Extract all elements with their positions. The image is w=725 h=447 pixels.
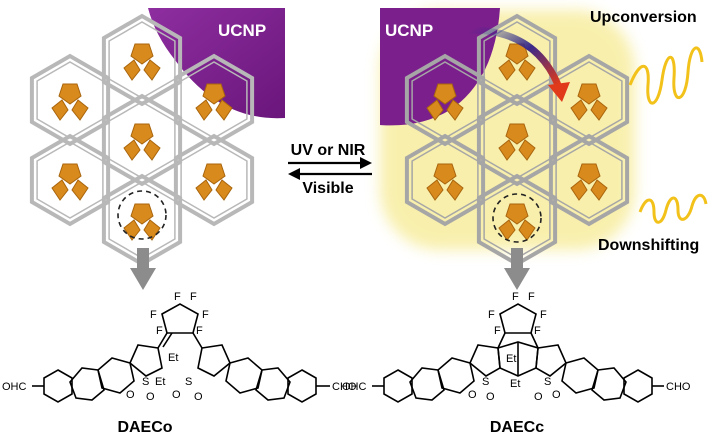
forward-arrowhead [360,157,372,169]
daeco-f4: F [156,325,163,337]
left-down-arrow [130,248,156,290]
energy-transfer-arrow [469,26,562,87]
daeco-et1: Et [168,352,178,364]
right-mof-panel: UCNP [380,8,635,290]
daeco-f6: F [196,325,203,337]
framework-pore [173,133,255,227]
framework-pore [476,93,558,187]
framework-pore-inner [411,141,479,219]
right-down-arrow [504,248,530,290]
framework-pore [404,53,486,147]
forward-label: UV or NIR [291,142,366,159]
guest-molecule [123,43,161,81]
framework-pore [101,13,183,107]
daecc-o4: O [552,389,561,401]
downshifting-wave [638,193,708,224]
daecc-s1: S [482,376,489,388]
molecule-daeco [32,303,330,403]
left-ucnp-label: UCNP [218,21,266,40]
reverse-arrowhead [288,168,300,180]
downshifting-label: Downshifting [598,237,699,254]
guest-molecule [195,163,233,201]
guest-molecule [123,203,161,241]
daecc-f5: F [540,309,547,321]
daeco-et2: Et [155,376,165,388]
framework-pore-inner [180,141,248,219]
molecule-daecc-labels: F F F F F F Et Et S S O O O O OHC CHO [342,291,691,403]
daecc-o2: O [486,391,495,403]
framework-pore [476,13,558,107]
daeco-name: DAECo [117,419,172,436]
daecc-o1: O [468,389,477,401]
framework-pore [404,133,486,227]
right-ucnp-particle [380,8,500,126]
daecc-cho-left: OHC [342,381,367,393]
guest-molecule [51,163,89,201]
daecc-f6: F [534,325,541,337]
framework-pore [173,53,255,147]
molecule-daeco-labels: F F F F F F Et Et S S O O O O OHC CHO [2,291,357,403]
molecule-daecc [372,303,664,403]
daeco-o2: O [146,391,155,403]
left-mof-panel: UCNP [29,8,285,290]
daecc-f1: F [512,291,519,303]
daeco-f5: F [202,309,209,321]
upconversion-wave [628,46,704,105]
photoswitch-arrows: UV or NIR Visible [288,142,372,197]
framework-pore-inner [36,141,104,219]
energy-transfer-arrowhead [548,82,570,102]
upconversion-label: Upconversion [590,9,697,26]
framework-pore-inner [555,141,623,219]
framework-pore [548,133,630,227]
daecc-et2: Et [510,378,520,390]
daecc-f2: F [528,291,535,303]
emission-outputs: Upconversion Downshifting [590,9,708,254]
reverse-label: Visible [302,180,353,197]
daecc-f3: F [488,309,495,321]
daecc-s2: S [544,376,551,388]
daecc-cho-right: CHO [666,381,691,393]
left-highlight-circle [117,190,167,240]
daeco-cho-right: CHO [332,381,357,393]
daeco-o3: O [172,389,181,401]
right-ucnp-label: UCNP [385,21,433,40]
daecc-name: DAECc [490,419,544,436]
daeco-f1: F [174,291,181,303]
guest-molecule [51,83,89,121]
daecc-et1: Et [506,353,516,365]
guest-molecule [123,123,161,161]
daeco-o1: O [126,389,135,401]
daeco-o4: O [194,391,203,403]
daeco-s1: S [142,376,149,388]
daecc-f4: F [494,325,501,337]
daeco-cho-left: OHC [2,381,27,393]
framework-pore [29,53,111,147]
daeco-s2: S [185,376,192,388]
framework-pore [29,133,111,227]
daecc-o3: O [534,391,543,403]
right-highlight-circle [492,193,542,243]
framework-pore [101,93,183,187]
daeco-f3: F [150,309,157,321]
daeco-f2: F [190,291,197,303]
